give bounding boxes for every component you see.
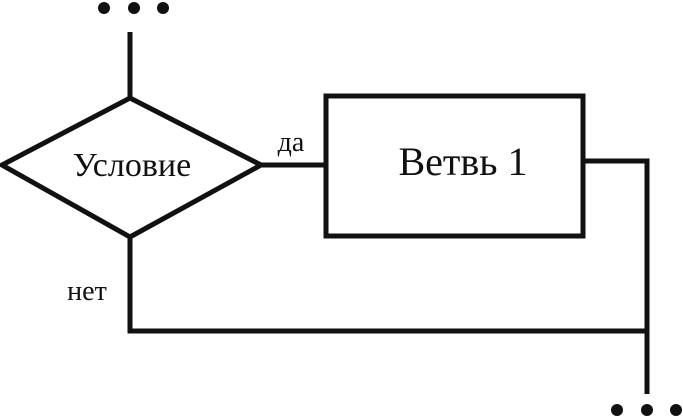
top-ellipsis (98, 2, 169, 14)
bottom-dot-1 (611, 404, 623, 416)
branch-output-line (583, 158, 650, 394)
yes-label: да (278, 127, 305, 158)
branch-box (323, 93, 586, 239)
no-branch-line (127, 237, 647, 334)
branch-label: Ветвь 1 (398, 139, 527, 184)
condition-diamond (0, 95, 267, 240)
bottom-dot-3 (670, 404, 682, 416)
bottom-ellipsis (611, 404, 682, 416)
top-dot-2 (128, 2, 140, 14)
bottom-dot-2 (641, 404, 653, 416)
condition-label: Условие (73, 147, 191, 184)
top-dot-1 (98, 2, 110, 14)
top-dot-3 (157, 2, 169, 14)
no-label: нет (67, 276, 107, 307)
